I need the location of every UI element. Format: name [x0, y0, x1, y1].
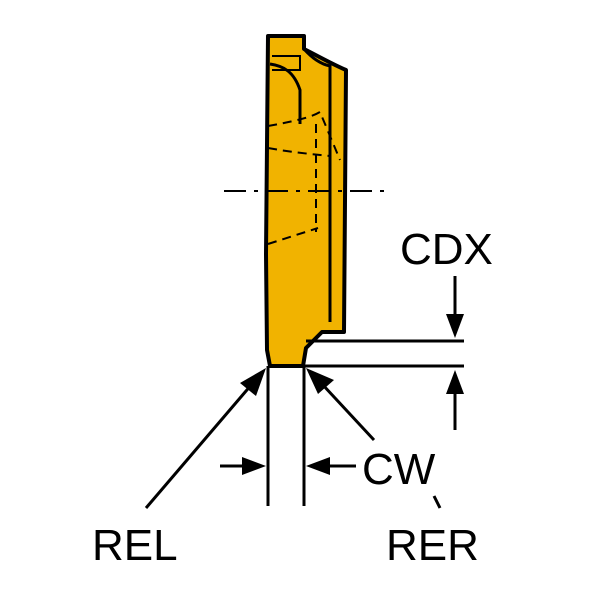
- cw-arrow-right: [242, 457, 266, 475]
- hidden-line-upper: [267, 110, 341, 161]
- cdx-arrow-down: [446, 314, 464, 338]
- insert-ridge-line: [302, 48, 332, 322]
- insert-body: [264, 34, 348, 368]
- hidden-line-lower: [267, 227, 319, 245]
- insert-top-groove-curve: [269, 62, 302, 124]
- cdx-label: CDX: [400, 225, 493, 274]
- cw-label: CW: [362, 445, 436, 494]
- cdx-arrows: [446, 276, 464, 430]
- cdx-arrow-up: [446, 370, 464, 394]
- rer-tick-mark: [432, 495, 442, 509]
- insert-outline: [264, 34, 348, 368]
- cw-arrow-left: [306, 457, 330, 475]
- rer-arrowhead: [306, 368, 334, 394]
- rel-leader: [144, 368, 266, 509]
- hidden-lines: [267, 110, 341, 245]
- rel-label: REL: [92, 521, 178, 570]
- hidden-line-middle: [267, 147, 331, 157]
- rel-arrowhead: [240, 368, 266, 396]
- cw-arrows: [220, 457, 356, 475]
- rer-leader: [306, 368, 376, 442]
- rer-label: RER: [386, 521, 479, 570]
